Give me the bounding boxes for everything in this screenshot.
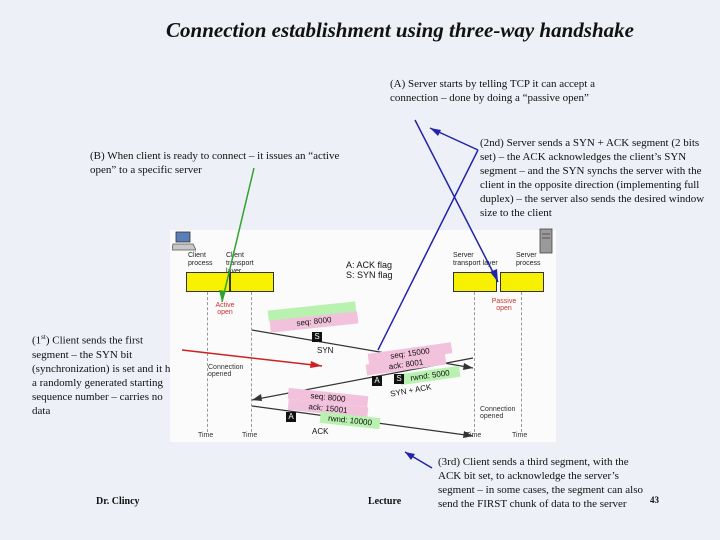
server-process-label: Server process [516, 252, 541, 267]
seg1-label: SYN [317, 346, 334, 355]
ack-arrowhead [463, 431, 473, 438]
passive-open-label: Passive open [491, 298, 517, 312]
connection-opened-server: Connection opened [480, 406, 516, 420]
active-open-label: Active open [215, 302, 235, 316]
legend-ack-flag: A: ACK flag [346, 260, 393, 270]
footer-lecture: Lecture [368, 496, 402, 507]
seg2-syn-flag: S [394, 374, 404, 384]
client-process-label: Client process [188, 252, 213, 267]
slide-title: Connection establishment using three-way… [166, 18, 634, 42]
time-label-2: Time [242, 432, 258, 439]
note-a-passive-open: (A) Server starts by telling TCP it can … [390, 78, 595, 104]
note-first-segment: (1st) Client sends the first segment – t… [32, 330, 182, 418]
arrow-second-line [429, 127, 479, 151]
arrow-second-head [430, 128, 441, 136]
server-tower-icon [539, 228, 553, 254]
seg3-ack-flag: A [286, 412, 296, 422]
seg2-ack-flag: A [372, 376, 382, 386]
time-label-4: Time [512, 432, 528, 439]
note-first-prefix: (1 [32, 334, 42, 347]
footer-author: Dr. Clincy [96, 496, 140, 507]
arrow-third-head [405, 452, 415, 460]
server-process-box [500, 272, 544, 292]
note-third-segment: (3rd) Client sends a third segment, with… [438, 456, 643, 510]
server-process-timeline [521, 292, 522, 432]
connection-opened-client: Connection opened [208, 364, 244, 378]
note-b-active-open: (B) When client is ready to connect – it… [90, 150, 340, 176]
client-computer-icon [172, 231, 196, 251]
footer-page-number: 43 [650, 495, 659, 505]
note-first-sup: st [41, 333, 46, 341]
syn-arrowhead [463, 363, 473, 370]
note-first-rest: ) Client sends the first segment – the S… [32, 334, 180, 417]
arrow-third-to-ack [404, 451, 433, 469]
handshake-diagram: Client process Client transport layer Se… [170, 228, 556, 442]
time-label-3: Time [466, 432, 482, 439]
seg1-syn-flag: S [312, 332, 322, 342]
time-label-1: Time [198, 432, 214, 439]
legend-syn-flag: S: SYN flag [346, 270, 393, 280]
synack-arrowhead [252, 394, 262, 401]
seg3-label: ACK [312, 427, 329, 436]
note-second-segment: (2nd) Server sends a SYN + ACK segment (… [480, 137, 705, 219]
server-transport-timeline [474, 292, 475, 432]
